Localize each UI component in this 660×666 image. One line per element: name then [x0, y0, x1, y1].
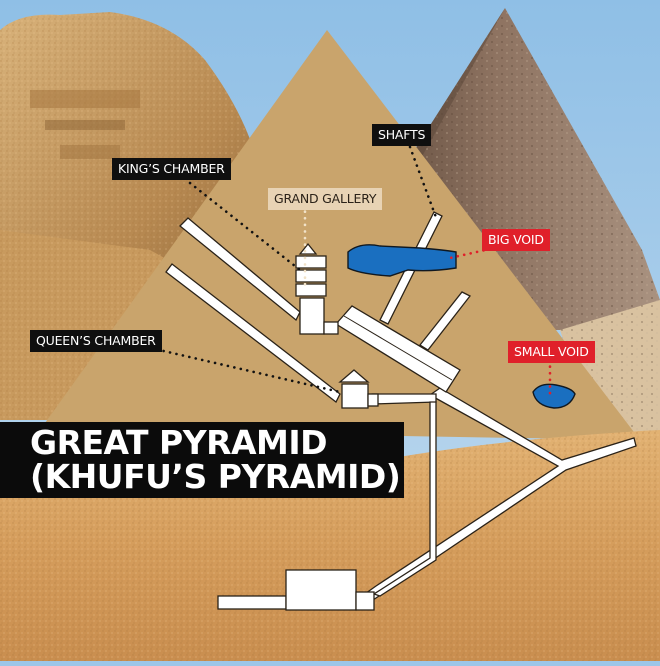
well-shaft	[372, 401, 437, 597]
subterranean-chamber	[285, 569, 357, 611]
subterranean-passage	[217, 595, 287, 610]
descending-passage	[360, 387, 637, 603]
queens-chamber-roof	[338, 369, 370, 383]
title-line-1: GREAT PYRAMID	[30, 423, 328, 462]
title-banner: GREAT PYRAMID (KHUFU’S PYRAMID)	[0, 422, 404, 498]
label-grand-gallery: GRAND GALLERY	[268, 188, 383, 210]
title-line-2: (KHUFU’S PYRAMID)	[30, 457, 401, 496]
label-small-void: SMALL VOID	[508, 341, 595, 363]
queens-shaft-right	[419, 291, 471, 351]
kings-chamber	[299, 297, 325, 335]
label-kings-chamber: KING’S CHAMBER	[112, 158, 231, 180]
label-big-void: BIG VOID	[482, 229, 550, 251]
label-queens-chamber: QUEEN’S CHAMBER	[30, 330, 162, 352]
queens-shaft-left	[165, 263, 341, 403]
grand-gallery	[335, 305, 461, 393]
queens-chamber	[341, 383, 369, 409]
small-void-shape	[532, 383, 576, 409]
label-shafts: SHAFTS	[372, 124, 432, 146]
passages	[165, 211, 637, 611]
big-void-shape	[347, 244, 457, 277]
pyramid-cross-section	[40, 30, 640, 440]
